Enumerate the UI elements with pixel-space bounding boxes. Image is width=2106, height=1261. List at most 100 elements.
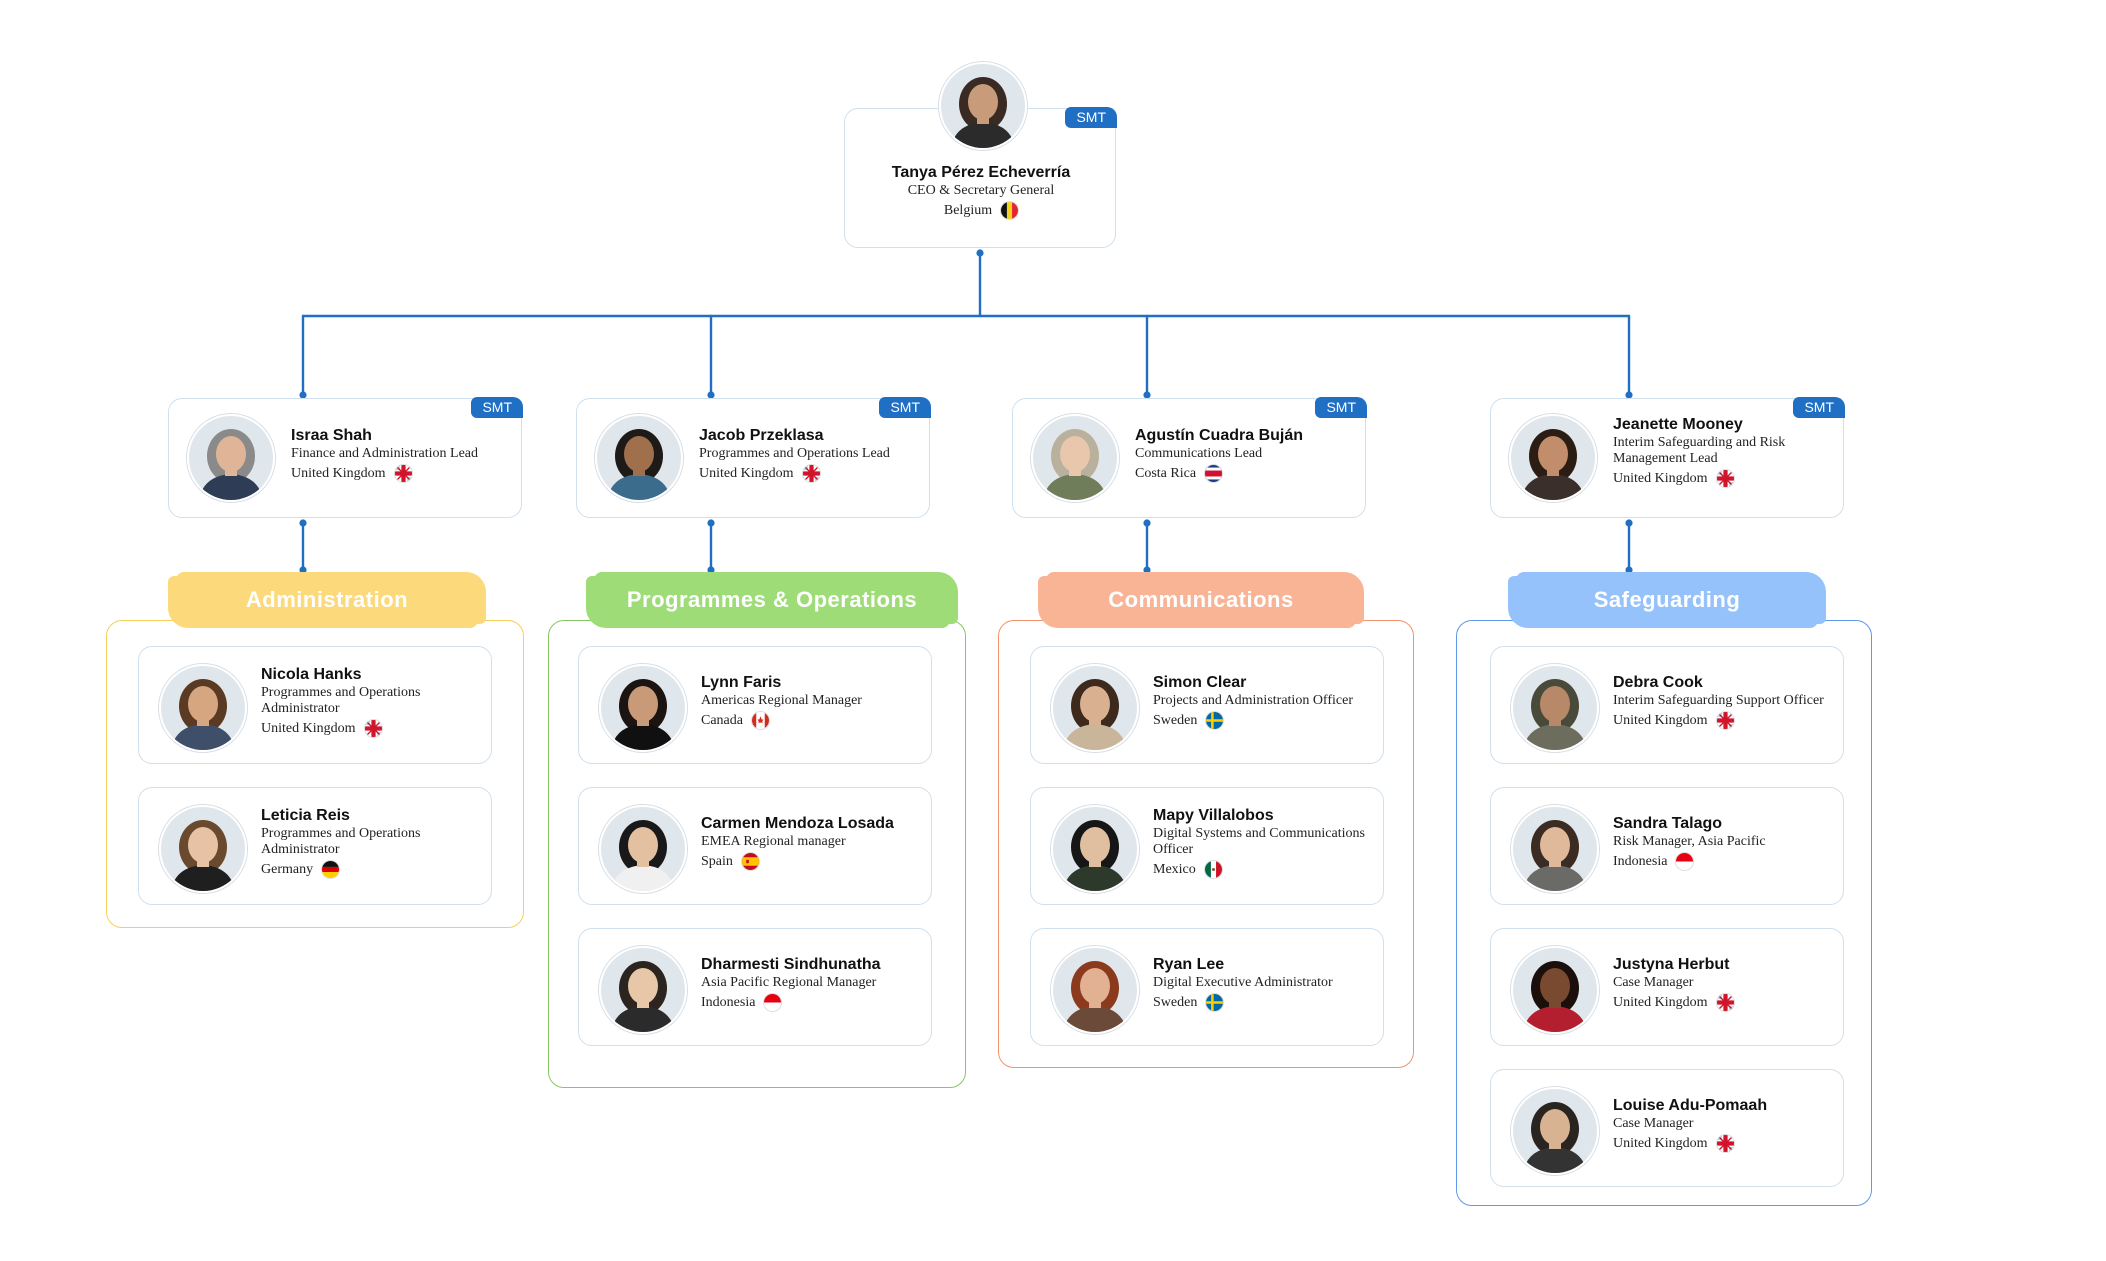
person-name: Israa Shah: [291, 427, 372, 444]
avatar: [595, 414, 683, 502]
person-role: Case Manager: [1613, 1116, 1694, 1131]
avatar: [599, 805, 687, 893]
department-label[interactable]: Safeguarding: [1516, 572, 1818, 628]
person-role: Projects and Administration Officer: [1153, 693, 1353, 708]
portrait-image: [161, 666, 245, 750]
person-country: United Kingdom: [261, 720, 356, 736]
person-country: United Kingdom: [1613, 994, 1708, 1010]
flag-icon: [1716, 1135, 1734, 1152]
avatar: [599, 946, 687, 1034]
portrait-image: [1513, 666, 1597, 750]
person-name: Dharmesti Sindhunatha: [701, 956, 881, 973]
person-role: CEO & Secretary General: [907, 183, 1055, 198]
person-name: Ryan Lee: [1153, 956, 1225, 973]
portrait-image: [597, 416, 681, 500]
person-role: Americas Regional Manager: [701, 693, 862, 708]
portrait-image: [941, 64, 1025, 148]
country-row: Spain: [701, 853, 921, 870]
flag-icon: [394, 465, 412, 482]
flag-icon: [751, 712, 769, 729]
portrait-image: [1053, 807, 1137, 891]
smt-badge: SMT: [879, 397, 931, 418]
country-row: Sweden: [1153, 712, 1373, 729]
country-row: Canada: [701, 712, 921, 729]
portrait-image: [601, 807, 685, 891]
person-name: Nicola Hanks: [261, 666, 362, 683]
country-row: Costa Rica: [1135, 465, 1350, 482]
person-country: United Kingdom: [699, 465, 794, 481]
person-country: Sweden: [1153, 994, 1198, 1010]
avatar: [1511, 946, 1599, 1034]
avatar: [1509, 414, 1597, 502]
avatar: [1511, 1087, 1599, 1175]
person-name: Tanya Pérez Echeverría: [891, 164, 1071, 181]
avatar: [159, 805, 247, 893]
flag-icon: [764, 994, 782, 1011]
person-role: Risk Manager, Asia Pacific: [1613, 834, 1766, 849]
flag-icon: [1001, 202, 1019, 219]
portrait-image: [1513, 948, 1597, 1032]
avatar: [1051, 805, 1139, 893]
portrait-image: [161, 807, 245, 891]
connector-dot: [299, 519, 307, 527]
country-row: United Kingdom: [1613, 1135, 1833, 1152]
country-row: Sweden: [1153, 994, 1373, 1011]
person-name: Mapy Villalobos: [1153, 807, 1274, 824]
country-row: Germany: [261, 861, 481, 878]
person-role: Programmes and Operations Administrator: [261, 685, 421, 716]
department-label[interactable]: Administration: [176, 572, 478, 628]
portrait-image: [1053, 666, 1137, 750]
flag-icon: [1716, 994, 1734, 1011]
portrait-image: [189, 416, 273, 500]
person-role: Programmes and Operations Lead: [699, 446, 890, 461]
portrait-image: [1513, 807, 1597, 891]
connector-dot: [1143, 519, 1151, 527]
flag-icon: [741, 853, 759, 870]
country-row: Belgium: [855, 202, 1107, 219]
flag-icon: [1716, 470, 1734, 487]
department-label[interactable]: Programmes & Operations: [594, 572, 950, 628]
smt-badge: SMT: [1793, 397, 1845, 418]
person-role: Finance and Administration Lead: [291, 446, 479, 461]
person-role: Digital Executive Administrator: [1153, 975, 1333, 990]
flag-icon: [1204, 861, 1222, 878]
person-role: Programmes and Operations Administrator: [261, 826, 421, 857]
flag-icon: [1716, 712, 1734, 729]
person-role: EMEA Regional manager: [701, 834, 846, 849]
person-name: Lynn Faris: [701, 674, 782, 691]
avatar: [1511, 805, 1599, 893]
connector-dot: [707, 519, 715, 527]
person-name: Simon Clear: [1153, 674, 1247, 691]
department-label[interactable]: Communications: [1046, 572, 1356, 628]
